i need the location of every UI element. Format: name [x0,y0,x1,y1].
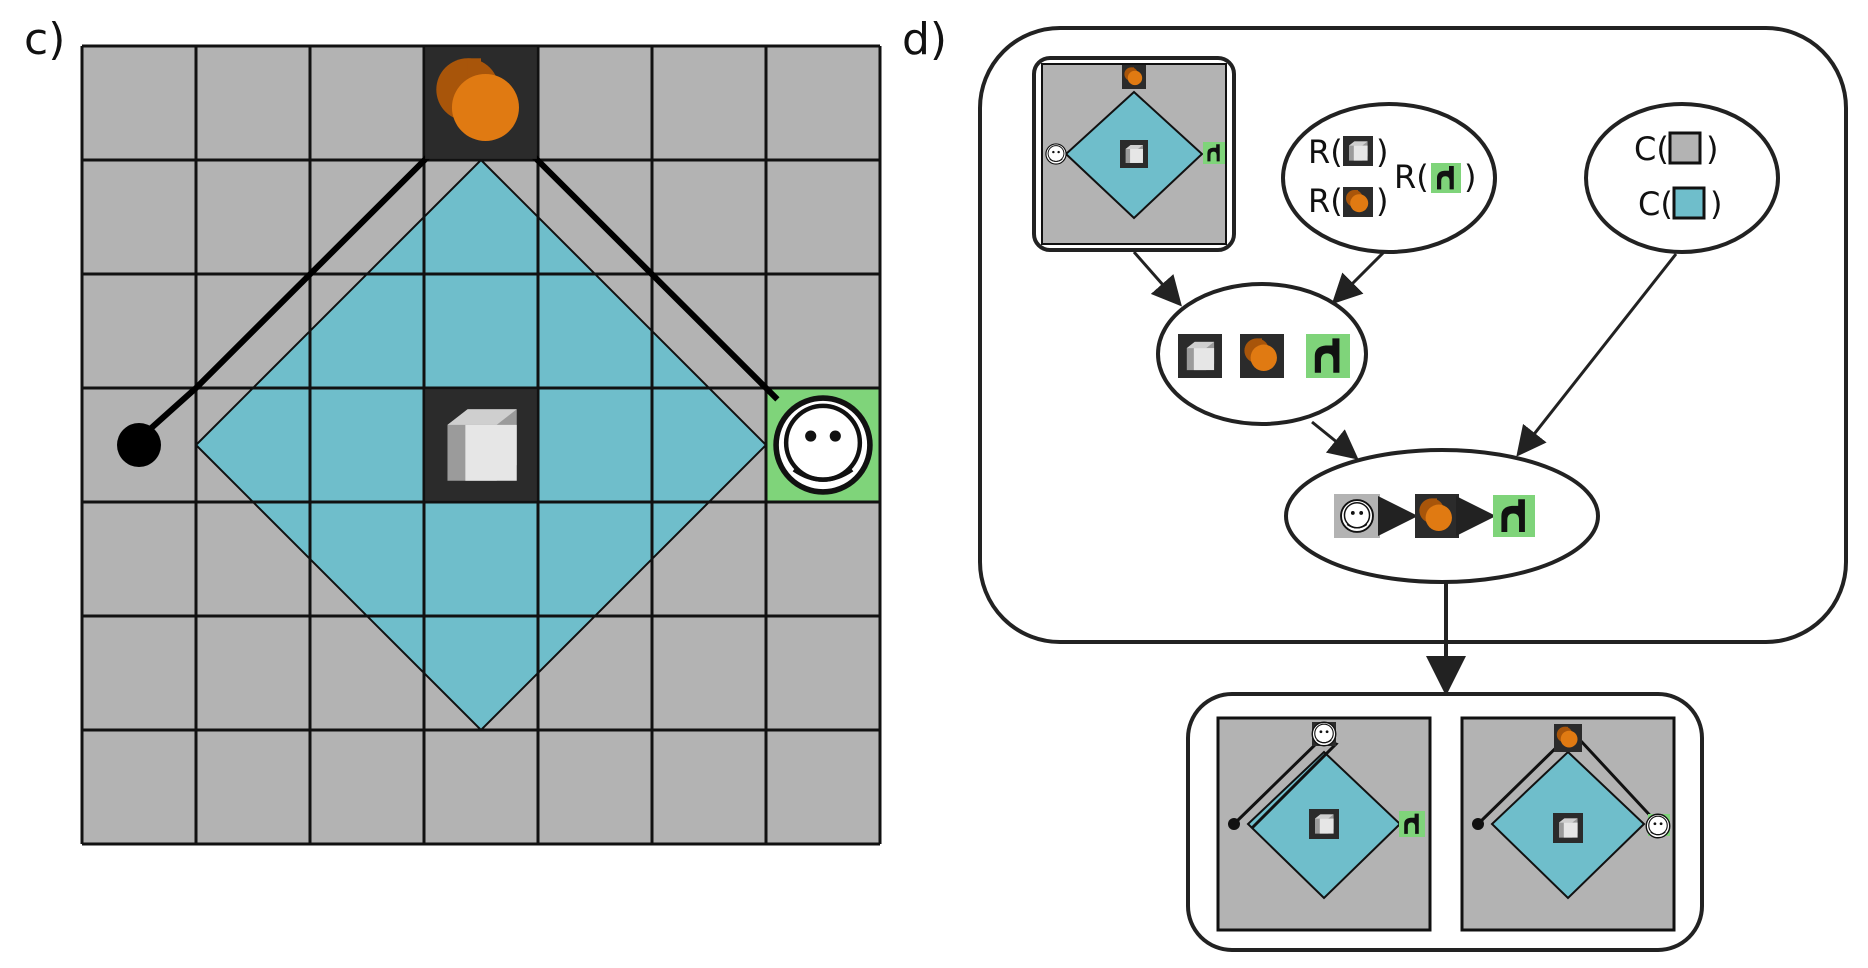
arrow-icon [1516,253,1678,457]
arrow-icon [1132,251,1182,307]
cost-ellipse [1584,102,1780,254]
cube-icon [425,389,537,501]
grid-cell [652,616,766,730]
grid-cell [652,160,766,274]
start-dot-icon [1228,818,1240,830]
orange-cylinder-icon [1122,65,1146,89]
cube-icon [1309,809,1339,839]
grid-cell [766,160,880,274]
smiley-agent-icon [1341,500,1373,532]
orange-cylinder-icon [1240,334,1284,378]
grid-cell [766,502,880,616]
door-icon [1399,811,1425,837]
panel-c-label: c) [24,14,66,65]
grid-cell [766,616,880,730]
start-dot-icon [117,423,161,467]
model-container [978,26,1848,644]
orange-cylinder-icon [1415,494,1459,538]
grid-cell [538,46,652,160]
panel-d-model: R( ) R( ) R( ) C( ) C( ) [978,26,1848,952]
grid-cell [82,46,196,160]
cost-label-2-open: C( [1638,185,1673,223]
arrow-icon [1331,250,1386,305]
reward-label-2-open: R( [1308,182,1343,220]
environment-box [1032,56,1236,252]
cube-icon [1120,140,1148,168]
panel-d-label: d) [902,14,948,65]
output-container [1186,692,1704,952]
grid-cell [196,160,310,274]
arrow-icon [1311,420,1359,460]
reward-ellipse [1281,102,1497,254]
reward-label-3-open: R( [1394,158,1429,196]
door-icon [1203,142,1225,164]
grid-cell [82,616,196,730]
cube-icon [1178,334,1222,378]
grid-cell [424,730,538,844]
grey-cell-icon [1668,131,1702,165]
grid-cell [196,616,310,730]
grid-cell [82,730,196,844]
grid-cell [766,730,880,844]
grid-cell [766,274,880,388]
orange-cylinder-icon [1554,724,1582,752]
smiley-agent-icon [1046,144,1066,164]
start-dot-icon [1472,818,1484,830]
reward-label-3-close: ) [1464,158,1476,196]
door-icon [1431,163,1461,193]
blue-cell-icon [1672,186,1706,220]
grid-cell [196,46,310,160]
smiley-agent-icon [776,398,870,492]
orange-cylinder-icon [425,47,537,159]
grid-cell [310,46,424,160]
door-icon [1493,495,1535,537]
grid-cell [196,730,310,844]
grid-cell [766,46,880,160]
reward-label-2-close: ) [1376,182,1388,220]
cost-label-1-open: C( [1634,130,1669,168]
cube-icon [1343,136,1373,166]
orange-cylinder-icon [1343,187,1373,217]
blue-region-outline [194,158,768,732]
output-grid-1 [1216,718,1432,932]
grid-cell [82,502,196,616]
grid-cell [652,730,766,844]
cost-label-2-close: ) [1710,185,1722,223]
door-icon [1306,334,1350,378]
reward-label-1-open: R( [1308,133,1343,171]
panel-c-gridworld [80,44,880,846]
smiley-agent-icon [1312,722,1336,746]
grid-cell [82,160,196,274]
smiley-agent-icon [1646,814,1670,838]
cube-icon [1553,813,1583,843]
reward-label-1-close: ) [1376,133,1388,171]
grid-cell [310,730,424,844]
environment-mini-grid [1042,63,1227,245]
grid-cell [538,730,652,844]
output-grid-2 [1460,716,1674,932]
grid-cell [82,274,196,388]
grid-cell [652,46,766,160]
cost-label-1-close: ) [1706,130,1718,168]
